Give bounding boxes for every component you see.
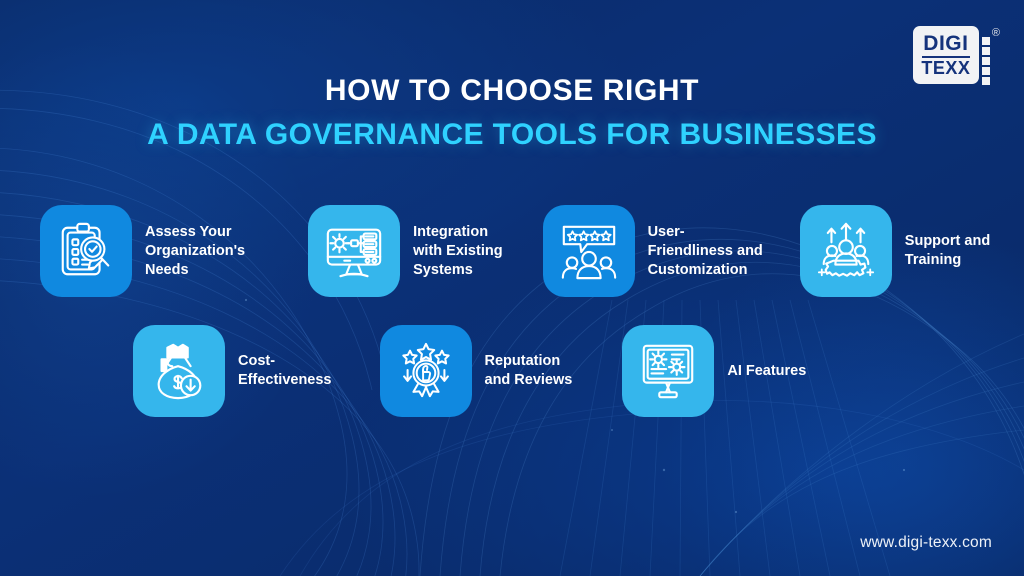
item-label: User- Friendliness and Customization [647,223,763,278]
item-integration-with-existing-systems[interactable]: Integration with Existing Systems [308,205,503,297]
title-line-2: A DATA GOVERNANCE TOOLS FOR BUSINESSES [147,118,877,151]
item-label: Reputation and Reviews [484,353,573,388]
item-label: Cost- Effectiveness [238,353,332,388]
logo-text-texx: TEXX [921,57,971,78]
items-row-2: Cost- Effectiveness Repu [133,325,806,417]
monitor-two-gears-icon [643,344,694,399]
tile-reputation-reviews [379,325,472,417]
tile-assess-needs [40,205,132,297]
people-gear-arrows-up-icon [817,222,874,277]
item-label: Support and Training [904,233,991,268]
hand-money-bag-down-arrow-icon [157,343,202,400]
logo-divider [921,55,970,58]
page-title: HOW TO CHOOSE RIGHT A DATA GOVERNANCE TO… [0,74,1024,152]
clipboard-checklist-magnifier-icon [61,222,110,276]
tile-cost-effectiveness [133,325,225,417]
tile-user-friendliness [542,205,635,297]
title-line-1: HOW TO CHOOSE RIGHT [324,74,700,107]
logo-text-digi: DIGI [923,31,969,55]
logo-plate: DIGI TEXX [912,26,979,84]
tile-support-training [799,205,892,297]
item-label: Assess Your Organization's Needs [145,223,246,278]
item-label: AI Features [727,362,807,379]
award-badge-thumbs-up-stars-icon [401,342,450,398]
item-reputation-and-reviews[interactable]: Reputation and Reviews [379,325,573,417]
item-support-and-training[interactable]: Support and Training [799,205,991,297]
website-url[interactable]: www.digi-texx.com [860,534,992,551]
digitexx-logo: DIGI TEXX ® [912,26,1000,85]
item-assess-your-organizations-needs[interactable]: Assess Your Organization's Needs [40,205,245,297]
tile-ai-features [622,325,715,417]
stars-speech-bubble-people-icon [561,225,616,280]
logo-square-strip-icon [981,26,990,85]
items-row-1: Assess Your Organization's Needs [40,205,990,297]
registered-trademark-icon: ® [991,27,1000,39]
item-user-friendliness-and-customization[interactable]: User- Friendliness and Customization [542,205,763,297]
item-label: Integration with Existing Systems [413,223,503,278]
monitor-gear-flowchart-icon [326,228,382,278]
tile-integration [308,205,401,297]
item-cost-effectiveness[interactable]: Cost- Effectiveness [133,325,332,417]
item-ai-features[interactable]: AI Features [622,325,806,417]
